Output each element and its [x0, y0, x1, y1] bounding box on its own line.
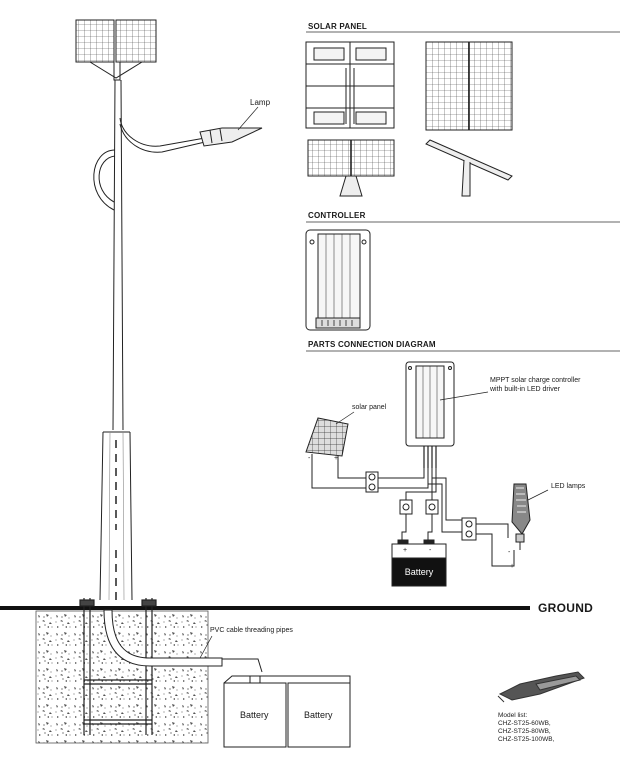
- wiring: [378, 468, 515, 567]
- model-item: CHZ-ST25-60WB,: [498, 720, 551, 727]
- pvc-leader: [199, 635, 213, 659]
- model-item: CHZ-ST25-100WB,: [498, 736, 555, 743]
- pvc-pipe: [103, 609, 263, 673]
- diagram-battery-label: Battery: [404, 567, 434, 577]
- battery-box-left: [223, 682, 287, 748]
- panel-minus-sign: -: [308, 455, 311, 462]
- pole-solar-panel-left: [75, 19, 115, 63]
- controller-section-title: CONTROLLER: [308, 211, 366, 220]
- panel-plus-sign: +: [334, 455, 339, 462]
- street-light-pole: [75, 19, 263, 601]
- controller-drawing: [305, 229, 371, 331]
- underground-batteries: [223, 675, 351, 748]
- battery-plus-sign: +: [403, 547, 408, 554]
- pole-solar-panel-right: [115, 19, 157, 63]
- connection-section-title: PARTS CONNECTION DIAGRAM: [308, 340, 436, 349]
- anchor-bolts: [79, 598, 157, 735]
- concrete-foundation: [35, 610, 209, 744]
- diagram-led-lamp: [511, 483, 531, 550]
- model-list-title: Model list:: [498, 712, 528, 719]
- mppt-controller: [405, 361, 455, 468]
- small-solar-panel: [305, 417, 366, 489]
- model-list: Model list: CHZ-ST25-60WB, CHZ-ST25-80WB…: [498, 712, 554, 744]
- pvc-pipe-label: PVC cable threading pipes: [210, 627, 293, 634]
- panel-bracket-view: [425, 139, 513, 181]
- led-lamps-label: LED lamps: [551, 483, 586, 490]
- lamp-label: Lamp: [250, 98, 271, 107]
- lamp-leader-line: [237, 106, 259, 131]
- product-lamp-image: [497, 671, 585, 703]
- battery-minus-sign: -: [429, 547, 432, 554]
- model-item: CHZ-ST25-80WB,: [498, 728, 551, 735]
- underground-battery-left-label: Battery: [240, 710, 269, 720]
- lamp-minus-sign: -: [508, 549, 511, 556]
- led-leader: [527, 489, 549, 501]
- terminal-blocks: [365, 471, 477, 541]
- underground-battery-right-label: Battery: [304, 710, 333, 720]
- solar-panel-section-title: SOLAR PANEL: [308, 22, 367, 31]
- controller-description-line-2: with built-in LED driver: [490, 386, 561, 393]
- lamp-plus-sign: +: [510, 563, 515, 570]
- diagram-battery: [391, 539, 447, 587]
- controller-leader: [439, 391, 489, 401]
- battery-box-right: [287, 682, 351, 748]
- solar-panel-views: [305, 41, 513, 197]
- small-solar-panel-label: solar panel: [352, 404, 387, 411]
- pole-lamp-head: [199, 127, 263, 147]
- controller-description-line-1: MPPT solar charge controller: [490, 377, 581, 384]
- small-panel-leader: [335, 411, 355, 425]
- ground-label: GROUND: [538, 601, 594, 615]
